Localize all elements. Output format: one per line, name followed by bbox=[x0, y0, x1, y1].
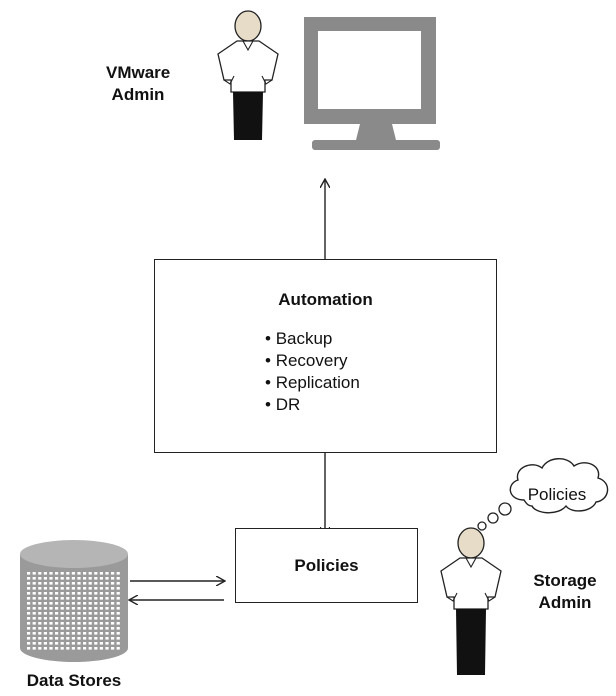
automation-item-recovery: Recovery bbox=[265, 350, 360, 372]
policies-box: Policies bbox=[235, 528, 418, 603]
automation-title: Automation bbox=[278, 290, 373, 309]
automation-box: Automation Backup Recovery Replication D… bbox=[154, 259, 497, 453]
storage-admin-line1: Storage bbox=[533, 571, 597, 590]
vmware-admin-person-icon bbox=[217, 10, 279, 140]
vmware-admin-label: VMware Admin bbox=[106, 62, 170, 106]
database-cylinder-icon bbox=[20, 540, 128, 662]
storage-admin-label: Storage Admin bbox=[522, 570, 608, 614]
storage-admin-line2: Admin bbox=[538, 593, 592, 612]
storage-admin-person-icon bbox=[440, 527, 502, 675]
automation-list: Backup Recovery Replication DR bbox=[265, 328, 360, 416]
vmware-admin-line2: Admin bbox=[111, 85, 165, 104]
thought-bubble-text: Policies bbox=[527, 485, 587, 504]
automation-item-dr: DR bbox=[265, 394, 360, 416]
thought-cloud-icon bbox=[477, 458, 609, 531]
vmware-admin-line1: VMware bbox=[106, 63, 171, 82]
data-stores-label: Data Stores bbox=[26, 671, 122, 690]
monitor-icon bbox=[304, 17, 440, 150]
automation-item-backup: Backup bbox=[265, 328, 360, 350]
automation-item-replication: Replication bbox=[265, 372, 360, 394]
policies-box-label: Policies bbox=[294, 556, 359, 575]
